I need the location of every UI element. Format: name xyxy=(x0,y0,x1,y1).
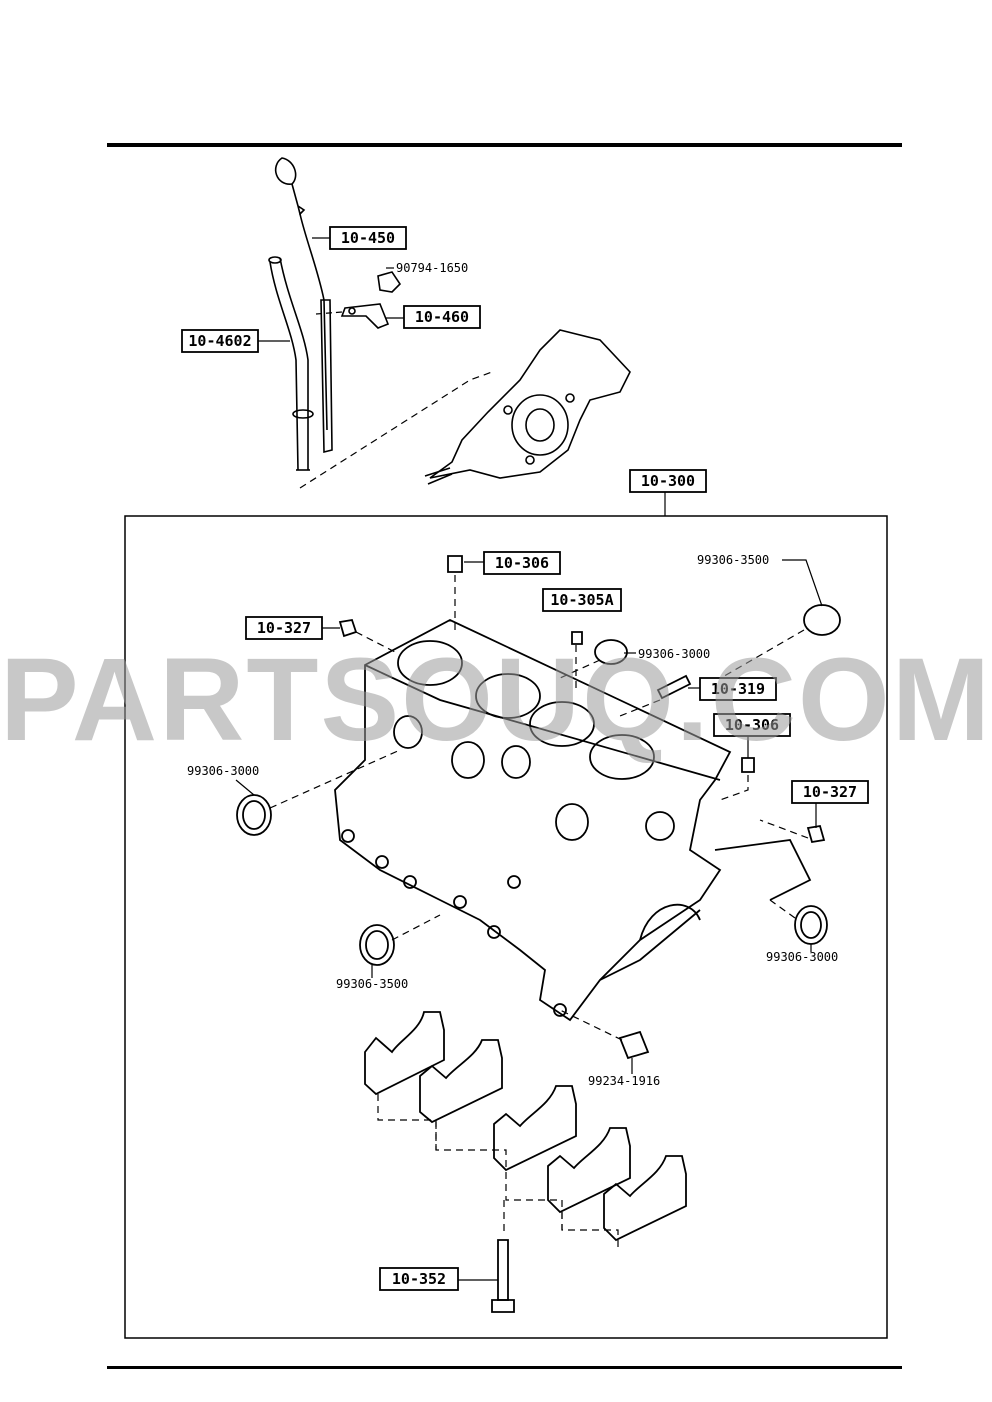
cylinder-block-drawing xyxy=(334,618,812,1022)
top-rule xyxy=(107,143,902,147)
callout-dowel-a: 10-305A xyxy=(542,588,622,612)
part-number-plug-center: 99306-3000 xyxy=(638,647,710,661)
callout-bracket: 10-460 xyxy=(403,305,481,329)
part-number-plug-bottom-right: 99306-3000 xyxy=(766,950,838,964)
callout-plug-right-top-text: 10-306 xyxy=(725,716,779,734)
seal-drawings xyxy=(236,555,841,1060)
bearing-caps-drawing xyxy=(364,1011,687,1242)
callout-dipstick: 10-450 xyxy=(329,226,407,250)
bracket-drawing xyxy=(340,271,402,329)
callout-pin-text: 10-319 xyxy=(711,680,765,698)
bottom-rule xyxy=(107,1366,902,1369)
part-number-plug-top-right: 99306-3500 xyxy=(697,553,769,567)
dipstick-drawing xyxy=(274,157,333,454)
callout-pin: 10-319 xyxy=(699,677,777,701)
guide-tube-drawing xyxy=(268,256,314,471)
bolt-drawing xyxy=(491,1239,515,1313)
callout-plug-top-text: 10-306 xyxy=(495,554,549,572)
callout-bracket-text: 10-460 xyxy=(415,308,469,326)
callout-bolt-text: 10-352 xyxy=(392,1270,446,1288)
assembly-frame xyxy=(124,515,888,1339)
part-number-dowel-bottom: 99234-1916 xyxy=(588,1074,660,1088)
callout-plug-right-top: 10-306 xyxy=(713,713,791,737)
oil-pump-housing-drawing xyxy=(424,329,631,485)
cap-leaders xyxy=(377,1094,619,1250)
callout-guide-tube: 10-4602 xyxy=(181,329,259,353)
part-number-plug-left: 99306-3000 xyxy=(187,764,259,778)
watermark-text: PARTSOUQ.COM xyxy=(0,634,992,766)
callout-plug-right: 10-327 xyxy=(791,780,869,804)
callout-block-assembly: 10-300 xyxy=(629,469,707,493)
part-number-plug-bottom-left: 99306-3500 xyxy=(336,977,408,991)
callout-plug-right-text: 10-327 xyxy=(803,783,857,801)
callout-block-assembly-text: 10-300 xyxy=(641,472,695,490)
callout-plug-top: 10-306 xyxy=(483,551,561,575)
callout-plug-left: 10-327 xyxy=(245,616,323,640)
label-leaders xyxy=(235,237,823,1281)
callout-dowel-a-text: 10-305A xyxy=(550,591,613,609)
callout-bolt: 10-352 xyxy=(379,1267,459,1291)
callout-plug-left-text: 10-327 xyxy=(257,619,311,637)
callout-dipstick-text: 10-450 xyxy=(341,229,395,247)
part-number-bolt-top: 90794-1650 xyxy=(396,261,468,275)
callout-guide-tube-text: 10-4602 xyxy=(188,332,251,350)
